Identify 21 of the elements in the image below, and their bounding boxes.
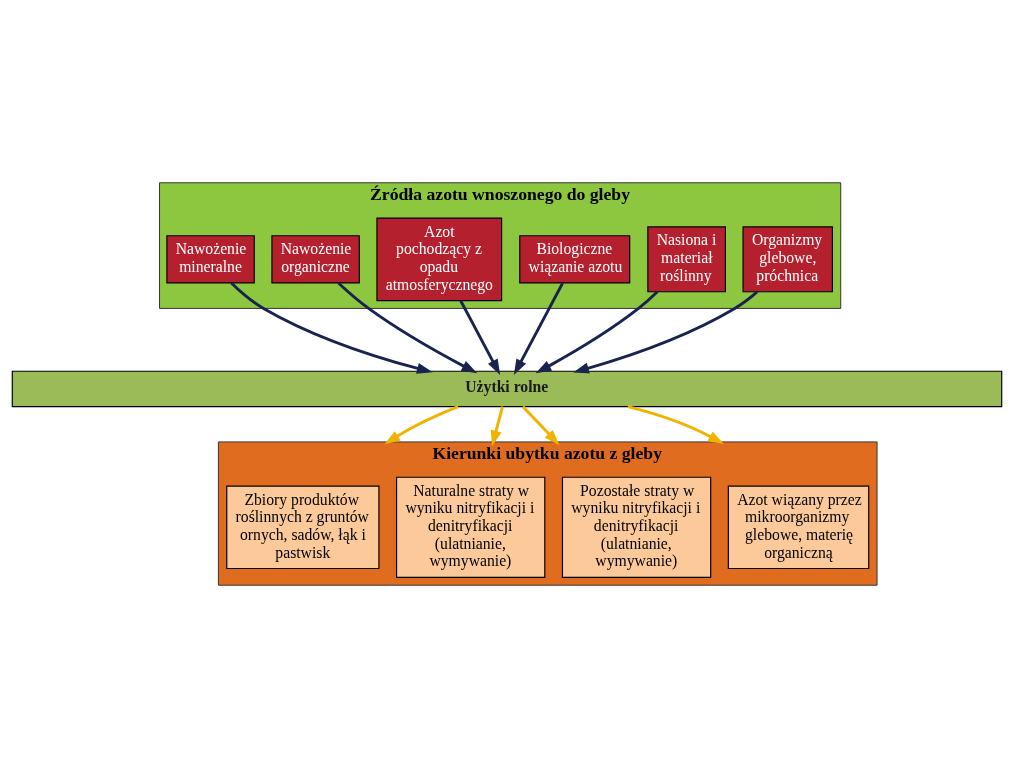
arrow xyxy=(535,290,659,374)
arrow xyxy=(521,405,560,446)
node-box: Zbiory produktów roślinnych z gruntów ornych, sadów, łąk i pastwisk xyxy=(226,485,380,570)
arrow xyxy=(573,290,759,374)
arrow xyxy=(337,281,478,374)
arrow xyxy=(490,406,504,447)
node-box: Biologiczne wiązanie azotu xyxy=(519,235,631,284)
node-box: Pozostałe straty w wyniku nitryfikacji i denitryfikacji (ulatnianie, wymywanie) xyxy=(561,476,712,578)
arrow xyxy=(627,405,724,445)
node-box: Organizmy glebowe, próchnica xyxy=(742,226,833,293)
arrow xyxy=(384,405,459,445)
node-box: Nasiona i materiał roślinny xyxy=(647,226,726,293)
node-box: Azot wiązany przez mikroorganizmy glebowe, materię organiczną xyxy=(727,485,870,570)
node-box: Naturalne straty w wyniku nitryfikacji i denitryfikacji (ulatnianie, wymywanie) xyxy=(396,476,546,578)
arrow xyxy=(513,282,564,375)
node-box: Nawożenie organiczne xyxy=(271,235,360,284)
node-box: Azot pochodzący z opadu atmosferycznego xyxy=(376,217,503,302)
node-box: Nawożenie mineralne xyxy=(166,235,255,284)
node-box: Użytki rolne xyxy=(11,370,1003,408)
arrow xyxy=(459,300,501,376)
arrow xyxy=(230,281,433,374)
